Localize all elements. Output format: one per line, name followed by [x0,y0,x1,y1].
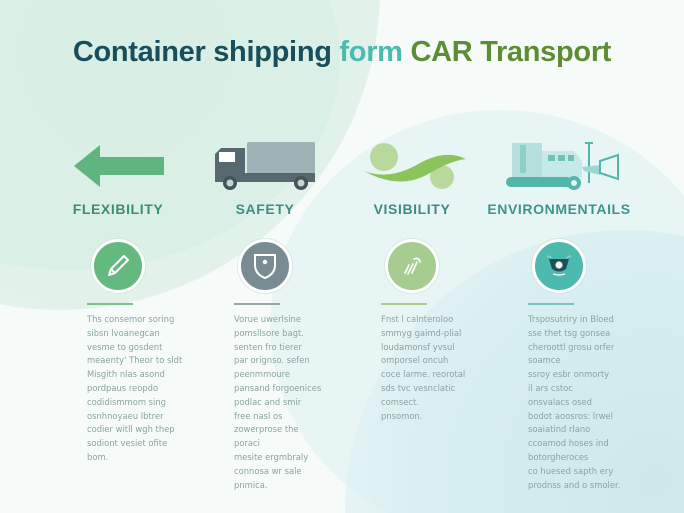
feature-label: SAFETY [235,201,295,217]
feature-description: Ths consemor soring sibsn lvoanegcan ves… [87,314,183,462]
feature-column-visibility: VISIBILITY Fnst l calnteroloo smmyg gaim… [337,138,487,423]
title-part-1: Container shipping [72,36,332,68]
truck-icon [190,138,340,193]
feature-description: Vorue uwerlsine pomsllsore bagt. senten … [234,314,322,490]
page-title: Container shipping form CAR Transport [0,36,684,69]
crawler-truck-icon [484,138,634,193]
feature-column-environmentals: ENVIRONMENTAILS Trsposutriry in Bloed ss… [484,138,634,492]
left-arrow-icon [43,138,193,193]
divider [381,303,427,305]
feature-column-flexibility: FLEXIBILITY Ths consemor soring sibsn lv… [43,138,193,465]
title-part-3: CAR Transport [410,36,612,68]
sensor-eye-icon [532,239,586,293]
feature-column-safety: SAFETY Vorue uwerlsine pomsllsore bagt. … [190,138,340,492]
divider [234,303,280,305]
pencil-icon [91,239,145,293]
divider [528,303,574,305]
hand-wave-icon [385,239,439,293]
wave-leaf-icon [337,138,487,193]
feature-description: Trsposutriry in Bloed sse thet tsg gonse… [528,314,621,490]
shield-icon [238,239,292,293]
feature-label: VISIBILITY [373,201,451,217]
feature-label: FLEXIBILITY [72,201,164,217]
feature-description: Fnst l calnteroloo smmyg gaimd-plial lou… [381,314,466,421]
divider [87,303,133,305]
title-part-2: form [339,36,403,68]
feature-label: ENVIRONMENTAILS [487,201,631,217]
